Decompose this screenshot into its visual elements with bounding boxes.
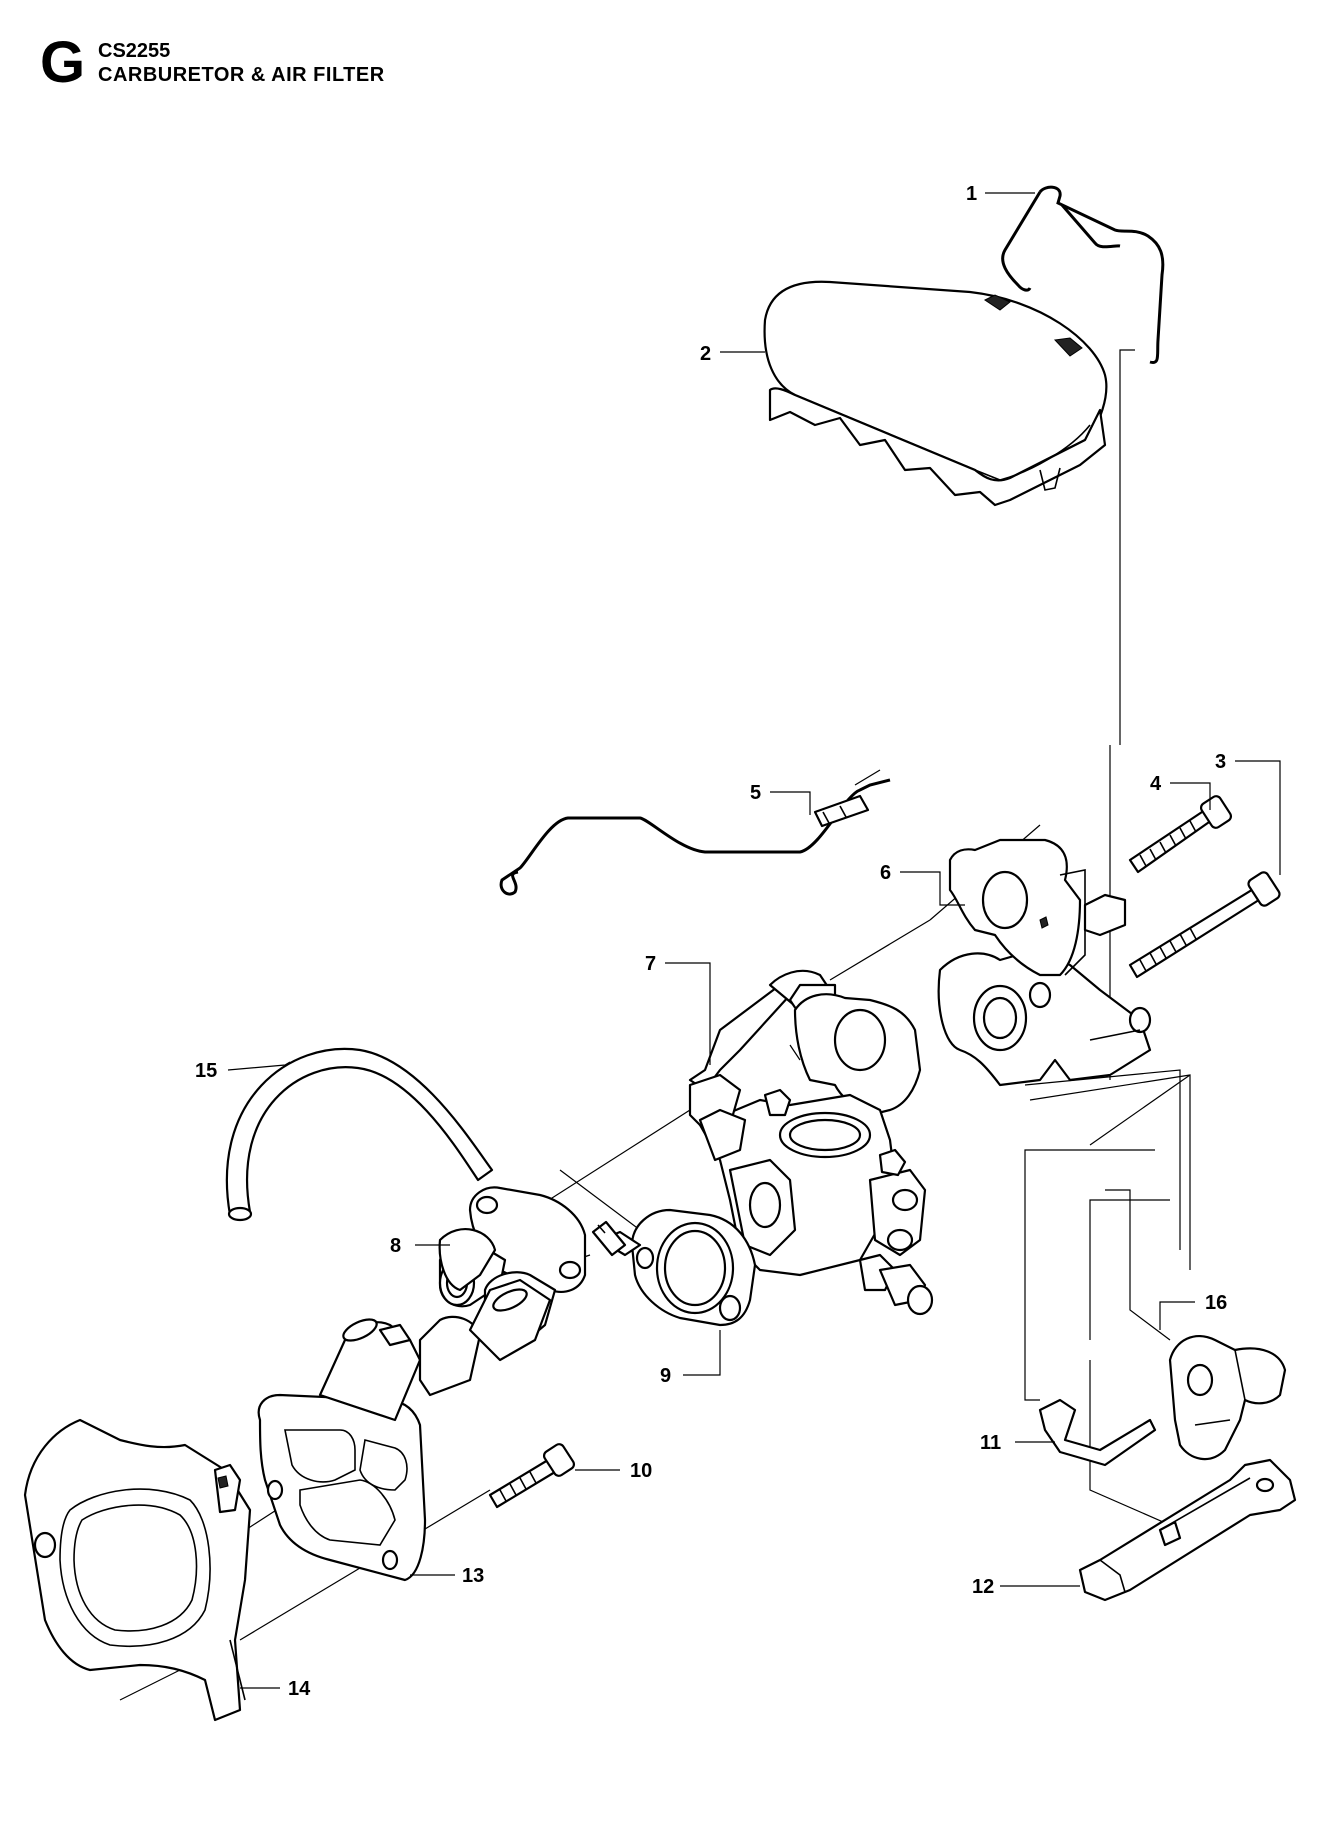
part-1-wire-clip bbox=[1001, 185, 1165, 365]
part-12-choke-lever bbox=[1078, 1458, 1297, 1602]
callout-13: 13 bbox=[462, 1565, 484, 1587]
callout-3: 3 bbox=[1215, 751, 1226, 773]
callout-5: 5 bbox=[750, 782, 761, 804]
model-number: CS2255 bbox=[98, 40, 171, 62]
callout-14: 14 bbox=[288, 1678, 311, 1700]
part-14-housing-plate bbox=[23, 1418, 252, 1722]
callout-9: 9 bbox=[660, 1365, 671, 1387]
callout-12: 12 bbox=[972, 1576, 994, 1598]
part-15-fuel-hose bbox=[225, 1047, 627, 1257]
callout-10: 10 bbox=[630, 1460, 652, 1482]
part-10-screw bbox=[488, 1443, 576, 1509]
callout-labels: 1 2 3 4 5 6 7 8 9 10 11 12 13 14 15 16 bbox=[195, 183, 1227, 1700]
part-5-throttle-rod bbox=[499, 778, 891, 896]
callout-leaders bbox=[227, 192, 1281, 1689]
part-2-air-filter-cover bbox=[763, 280, 1108, 507]
callout-7: 7 bbox=[645, 953, 656, 975]
part-9-insulator-gasket bbox=[598, 1208, 757, 1327]
part-4-screw bbox=[1128, 795, 1233, 874]
part-6-carb-bracket bbox=[937, 838, 1152, 1087]
part-13-intake-boot bbox=[257, 1228, 552, 1582]
callout-15: 15 bbox=[195, 1060, 217, 1082]
callout-16: 16 bbox=[1205, 1292, 1227, 1314]
callout-6: 6 bbox=[880, 862, 891, 884]
callout-8: 8 bbox=[390, 1235, 401, 1257]
part-7-carburetor bbox=[688, 969, 934, 1316]
part-16-choke-knob bbox=[1168, 1335, 1287, 1461]
part-11-choke-rod bbox=[1038, 1398, 1157, 1467]
callout-1: 1 bbox=[966, 183, 977, 205]
part-3-long-screw bbox=[1128, 871, 1281, 979]
callout-4: 4 bbox=[1150, 773, 1162, 795]
callout-11: 11 bbox=[980, 1432, 1001, 1454]
section-letter: G bbox=[40, 30, 86, 95]
section-title: CARBURETOR & AIR FILTER bbox=[98, 64, 385, 86]
callout-2: 2 bbox=[700, 343, 711, 365]
